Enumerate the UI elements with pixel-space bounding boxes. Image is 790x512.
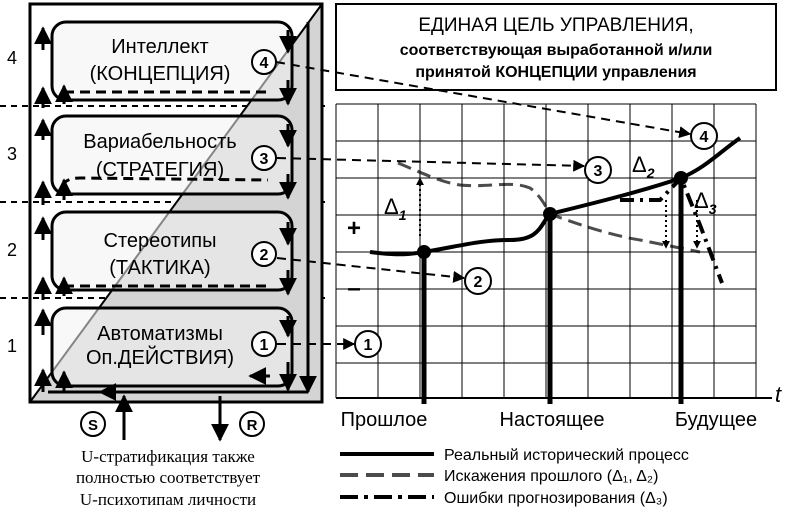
graph-grid bbox=[335, 103, 757, 399]
point-present bbox=[543, 207, 557, 221]
caption: U-стратификация также полностью соответс… bbox=[76, 447, 261, 509]
level-number-2: 2 bbox=[7, 240, 17, 260]
level-2-title: Стереотипы bbox=[104, 230, 217, 252]
goal-line-2: соответствующая выработанной и/или bbox=[400, 42, 713, 59]
minus-sign: – bbox=[347, 275, 360, 302]
mapping-arrows bbox=[275, 61, 692, 350]
legend: Реальный исторический процесс Искажения … bbox=[340, 447, 689, 507]
time-label-present: Настоящее bbox=[500, 409, 605, 431]
goal-line-1: ЕДИНАЯ ЦЕЛЬ УПРАВЛЕНИЯ, bbox=[418, 15, 693, 36]
time-label-future: Будущее bbox=[675, 409, 757, 431]
plus-sign: + bbox=[347, 215, 361, 242]
r-node-label: R bbox=[247, 417, 258, 434]
level-1-subtitle: Оп.ДЕЙСТВИЯ) bbox=[86, 345, 234, 369]
level-3-subtitle: (СТРАТЕГИЯ) bbox=[96, 159, 224, 181]
delta-1: Δ1 bbox=[384, 194, 407, 223]
legend-past-distortion: Искажения прошлого (Δ₁, Δ₂) bbox=[444, 468, 658, 485]
s-node-label: S bbox=[88, 417, 98, 434]
time-markers bbox=[421, 178, 684, 404]
level-texts: Интеллект (КОНЦЕПЦИЯ) Вариабельность (СТ… bbox=[83, 36, 236, 369]
level-marker-4: 4 bbox=[260, 55, 269, 72]
legend-real-process: Реальный исторический процесс bbox=[444, 447, 689, 464]
level-2-subtitle: (ТАКТИКА) bbox=[109, 257, 210, 279]
level-markers: 4 3 2 1 bbox=[251, 49, 277, 357]
io-nodes: S R bbox=[80, 394, 265, 442]
level-4-subtitle: (КОНЦЕПЦИЯ) bbox=[90, 63, 231, 85]
level-number-3: 3 bbox=[7, 144, 17, 164]
graph-marker-3: 3 bbox=[594, 163, 603, 180]
caption-line-3: U-психотипам личности bbox=[80, 490, 256, 509]
point-past bbox=[417, 245, 431, 259]
graph-marker-2: 2 bbox=[474, 274, 483, 291]
graph-marker-4: 4 bbox=[700, 129, 709, 146]
level-1-title: Автоматизмы bbox=[97, 323, 223, 345]
goal-box: ЕДИНАЯ ЦЕЛЬ УПРАВЛЕНИЯ, соответствующая … bbox=[335, 3, 777, 91]
graph-marker-1: 1 bbox=[364, 337, 373, 354]
goal-line-3: принятой КОНЦЕПЦИИ управления bbox=[415, 64, 696, 81]
past-distortion-curve bbox=[397, 161, 701, 254]
delta-3: Δ3 bbox=[694, 188, 717, 217]
caption-line-2: полностью соответствует bbox=[76, 468, 261, 487]
real-process-curve bbox=[369, 136, 742, 257]
level-marker-2: 2 bbox=[260, 247, 269, 264]
delta-2: Δ2 bbox=[632, 152, 655, 181]
level-4-title: Интеллект bbox=[111, 36, 208, 58]
time-label-past: Прошлое bbox=[341, 409, 428, 431]
legend-forecast-errors: Ошибки прогнозирования (Δ₃) bbox=[444, 490, 668, 507]
graph-markers: 1 2 3 4 bbox=[354, 122, 718, 358]
point-future bbox=[674, 171, 688, 185]
level-marker-1: 1 bbox=[260, 337, 269, 354]
level-number-4: 4 bbox=[7, 48, 17, 68]
level-marker-3: 3 bbox=[260, 151, 269, 168]
u-structure bbox=[28, 2, 324, 404]
level-3-title: Вариабельность bbox=[83, 131, 236, 153]
level-number-1: 1 bbox=[7, 336, 17, 356]
caption-line-1: U-стратификация также bbox=[81, 447, 255, 466]
t-axis-label: t bbox=[775, 382, 782, 407]
